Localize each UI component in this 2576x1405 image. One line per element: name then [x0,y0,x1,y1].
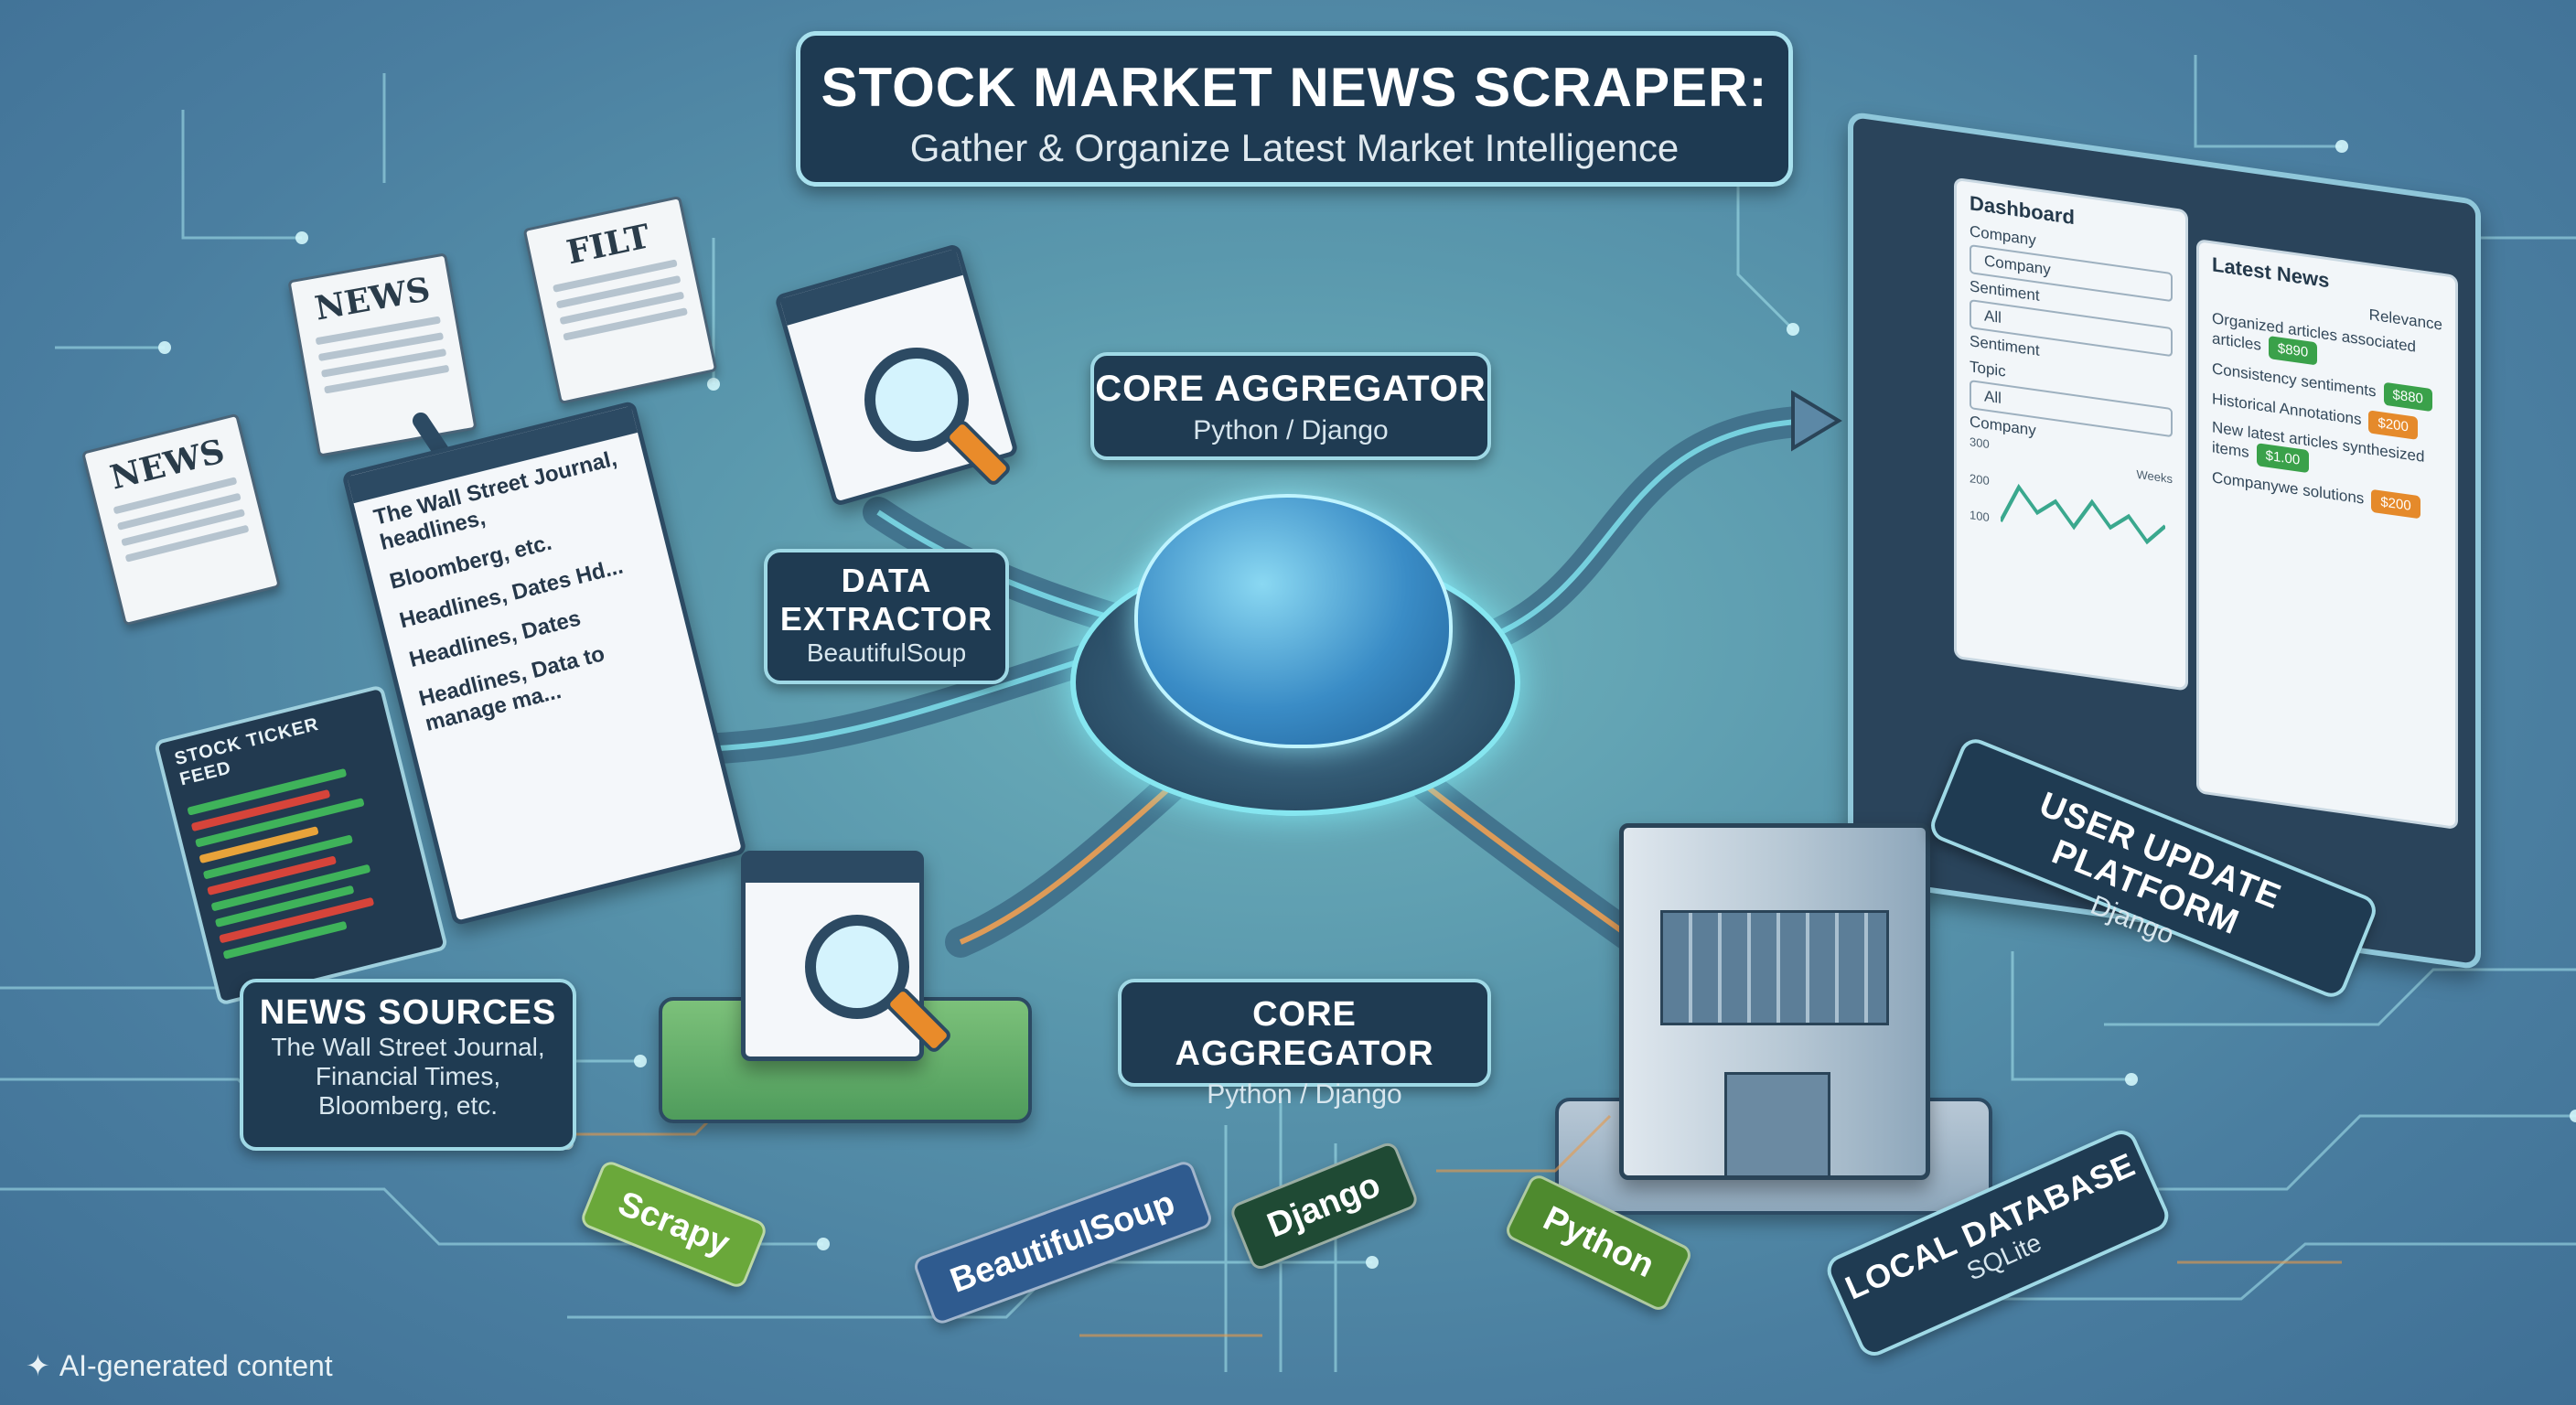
node-subtitle: Python / Django [1207,1079,1402,1110]
node-subtitle: Python / Django [1193,415,1389,445]
node-title: NEWS SOURCES [259,993,557,1032]
ai-note-text: AI-generated content [59,1349,333,1382]
node-line: Bloomberg, etc. [317,1091,499,1120]
dashboard-filter-card: Dashboard Company Company Sentiment All … [1954,177,2188,692]
axis-value: 300 [1970,434,1990,452]
sparkle-icon: ✦ [26,1349,50,1382]
data-extractor-label: DATA EXTRACTOR BeautifulSoup [764,549,1009,684]
core-aggregator-top-label: CORE AGGREGATOR Python / Django [1090,352,1491,460]
title-subtitle: Gather & Organize Latest Market Intellig… [909,126,1680,169]
card-toolbar [746,855,919,883]
diagram-title: STOCK MARKET NEWS SCRAPER: Gather & Orga… [796,31,1793,187]
node-title: CORE AGGREGATOR [1095,369,1487,409]
user-dashboard-screen: Dashboard Company Company Sentiment All … [1848,111,2481,971]
building-windows [1660,910,1889,1025]
node-line: The Wall Street Journal, [271,1033,545,1061]
node-title: CORE AGGREGATOR [1175,995,1434,1073]
node-title: DATA [841,562,932,599]
node-line: Financial Times, [315,1062,501,1090]
latest-news-card: Latest News Relevance Organized articles… [2196,238,2458,831]
price-badge: $200 [2368,410,2418,440]
news-sources-label: NEWS SOURCES The Wall Street Journal, Fi… [240,979,576,1151]
core-aggregator-bottom-label: CORE AGGREGATOR Python / Django [1118,979,1491,1110]
price-badge: $200 [2371,488,2420,520]
axis-value: 200 [1970,471,1990,488]
database-building-icon [1619,823,1930,1180]
axis-value: 100 [1970,508,1990,525]
title-main: STOCK MARKET NEWS SCRAPER: [821,57,1768,118]
building-door [1724,1072,1830,1175]
node-title: EXTRACTOR [779,600,993,638]
ai-generated-note: ✦ AI-generated content [26,1348,333,1383]
price-badge: $880 [2383,381,2432,413]
brain-icon [1134,494,1453,748]
dashboard-sidebar [1862,137,1945,872]
node-subtitle: BeautifulSoup [806,638,967,667]
dashboard-sparkline [2001,483,2165,545]
